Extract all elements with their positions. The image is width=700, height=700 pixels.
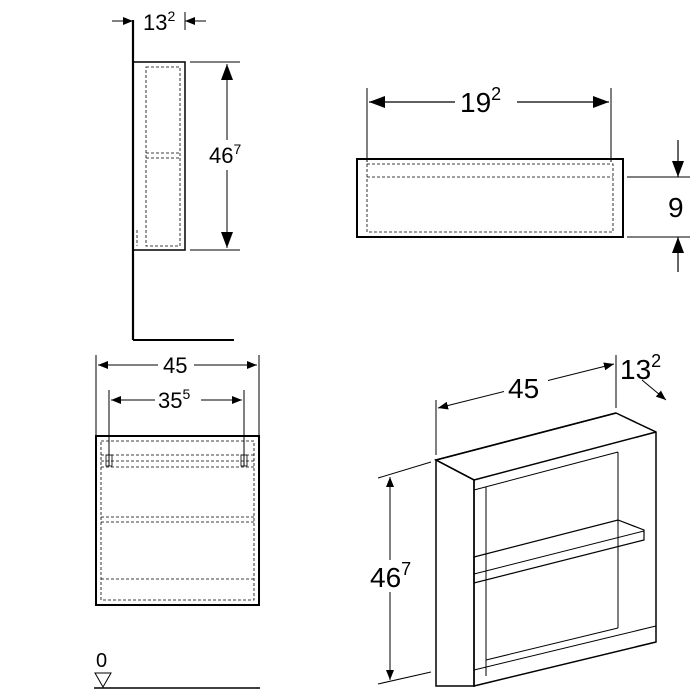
iso-bottom-front: [473, 625, 657, 671]
front-outer-width-value: 45: [163, 353, 187, 378]
top-view: 192 9: [356, 84, 690, 272]
iso-front-outer: [435, 458, 475, 687]
iso-depth-value: 13: [620, 354, 651, 385]
iso-depth-sup: 2: [651, 351, 661, 371]
label-bg: [455, 84, 517, 116]
iso-inner-top: [473, 451, 619, 491]
iso-top-back: [435, 412, 617, 461]
side-cabinet-inner: [145, 66, 181, 247]
side-depth-sup: 2: [167, 8, 175, 24]
iso-view: 45 132 467: [366, 351, 667, 687]
front-inner-width-value: 35: [158, 388, 182, 413]
front-view: 45 355 0: [94, 353, 260, 689]
floor-level-value: 0: [96, 650, 107, 672]
iso-depth-arrow: [641, 379, 667, 401]
label-bg: [366, 560, 416, 592]
front-cabinet-outline: [95, 435, 260, 606]
iso-bottom-back: [485, 627, 619, 661]
front-cabinet-inner: [100, 440, 255, 601]
label-bg: [504, 372, 548, 402]
side-height-sup: 7: [233, 141, 241, 157]
label-bg: [158, 353, 194, 377]
front-bracket-left: [105, 454, 113, 467]
side-depth-value: 13: [143, 10, 167, 35]
floor-level-marker: [94, 672, 112, 689]
label-bg: [205, 140, 247, 170]
svg-text:467: 467: [370, 559, 411, 593]
top-width-sup: 2: [491, 84, 501, 104]
side-view: 132 467: [112, 8, 247, 341]
top-cabinet-inner: [366, 163, 614, 233]
label-bg: [155, 387, 201, 411]
svg-text:467: 467: [209, 141, 241, 168]
top-cabinet-outline: [356, 158, 624, 238]
front-bracket-right: [240, 454, 248, 467]
top-height-value: 9: [668, 192, 684, 223]
svg-text:192: 192: [460, 84, 501, 118]
iso-height-ext-bottom: [377, 671, 432, 685]
side-height-value: 46: [209, 143, 233, 168]
iso-height-ext-top: [377, 461, 432, 479]
iso-width-value: 45: [508, 373, 539, 404]
iso-height-value: 46: [370, 562, 401, 593]
top-width-value: 19: [460, 87, 491, 118]
svg-text:132: 132: [620, 351, 661, 385]
svg-text:355: 355: [158, 386, 190, 413]
front-inner-width-sup: 5: [182, 386, 190, 402]
iso-top-inner-edge: [473, 431, 657, 481]
side-cabinet-outline: [132, 61, 186, 251]
iso-shelf-front-top: [473, 530, 645, 575]
svg-text:132: 132: [143, 8, 175, 35]
iso-height-sup: 7: [401, 559, 411, 579]
iso-shelf: [473, 519, 645, 584]
